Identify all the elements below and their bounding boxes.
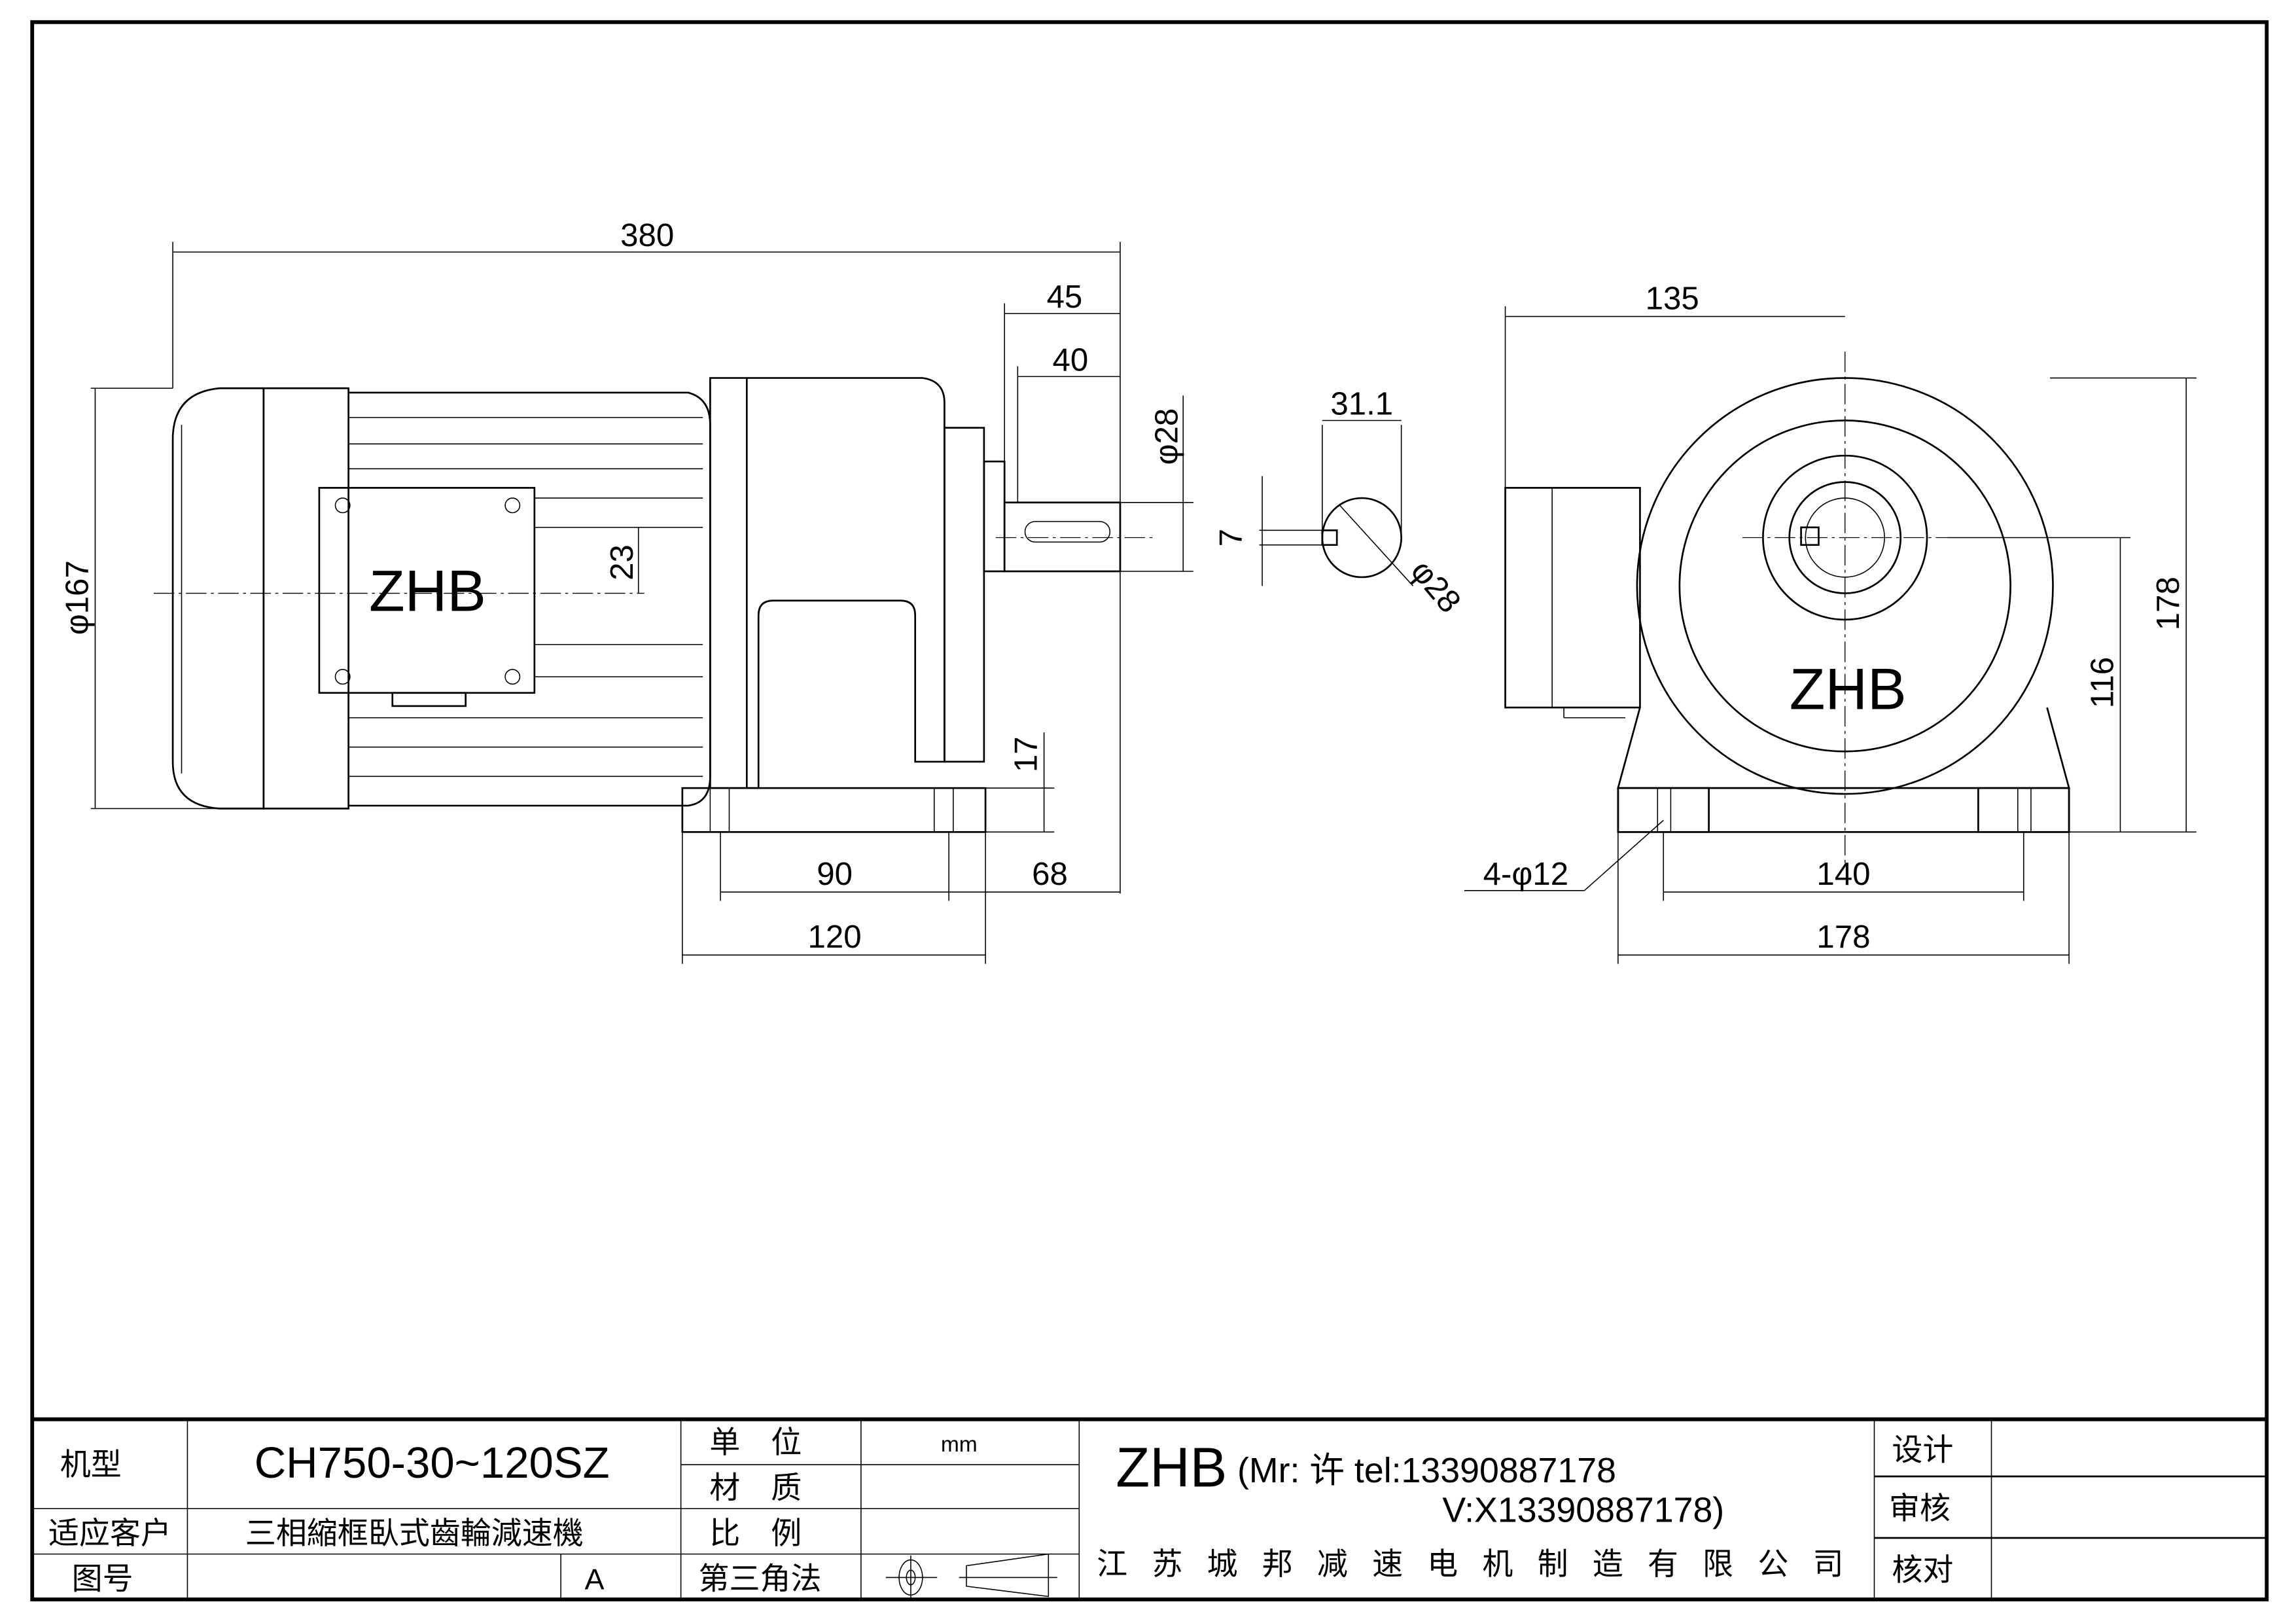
side-view: ZHB 380 45 40 φ28 23 φ167 17 xyxy=(59,217,1193,964)
projection-label: 第三角法 xyxy=(698,1561,821,1597)
dimension-lines xyxy=(90,241,1193,964)
front-keyway xyxy=(1800,526,1820,546)
sheet-border xyxy=(30,20,2269,1601)
front-logo: ZHB xyxy=(1790,656,1907,721)
dim-center-to-side: 135 xyxy=(1646,280,1699,316)
shaft-key xyxy=(1024,521,1111,543)
terminal-box-screws xyxy=(334,497,521,685)
company-name: 江苏城邦减速电机制造有限公司 xyxy=(1097,1546,1843,1582)
dim-hole-spacing-front: 140 xyxy=(1816,856,1870,892)
model-label: 机型 xyxy=(60,1447,122,1483)
dim-holes: 4-φ12 xyxy=(1483,856,1568,892)
dim-foot-height: 17 xyxy=(1008,736,1044,772)
dim-key-height: 31.1 xyxy=(1330,386,1393,422)
shaft-section: 31.1 7 φ28 xyxy=(1213,386,1468,620)
output-shaft xyxy=(1003,501,1122,573)
material-label: 材 质 xyxy=(709,1471,802,1507)
dim-foot-width: 178 xyxy=(1816,919,1870,955)
front-view: ZHB 135 178 116 4-φ12 140 178 xyxy=(1464,280,2197,964)
third-angle-projection-symbol xyxy=(885,1553,1057,1599)
unit-value: mm xyxy=(941,1433,978,1457)
dim-total-height: 178 xyxy=(2150,577,2186,630)
title-block: 机型 CH750-30~120SZ 适应客户 三相縮框臥式齒輪減速機 图号 A … xyxy=(32,1417,2267,1599)
brand-logo: ZHB xyxy=(1116,1437,1227,1499)
dim-center-height: 116 xyxy=(2084,657,2120,708)
mounting-foot xyxy=(681,787,987,833)
dim-key-width: 7 xyxy=(1213,529,1249,546)
dim-key-offset: 23 xyxy=(604,544,640,580)
gear-housing xyxy=(709,377,945,789)
motor-end-bell xyxy=(262,387,349,810)
scale-label: 比 例 xyxy=(709,1516,802,1552)
side-logo: ZHB xyxy=(369,558,486,623)
dim-shaft-to-flange: 45 xyxy=(1047,279,1083,315)
dim-motor-dia: φ167 xyxy=(59,560,95,635)
fan-cover xyxy=(171,387,265,810)
front-dimension-lines xyxy=(1464,306,2197,964)
customer-label: 适应客户 xyxy=(48,1516,171,1552)
drawing-no-label: 图号 xyxy=(72,1561,133,1597)
dim-shaft-from-hole: 68 xyxy=(1032,856,1068,892)
dim-shaft-length: 40 xyxy=(1053,342,1089,378)
dim-section-dia: φ28 xyxy=(1404,553,1468,620)
drawing-revision: A xyxy=(585,1563,605,1596)
dim-hole-spacing: 90 xyxy=(817,856,853,892)
keyway xyxy=(1321,529,1338,546)
unit-label: 单 位 xyxy=(709,1425,802,1461)
front-terminal-box xyxy=(1504,487,1641,709)
dim-shaft-dia: φ28 xyxy=(1148,408,1184,465)
dim-overall-length: 380 xyxy=(620,217,674,253)
design-label: 设计 xyxy=(1892,1432,1953,1468)
customer-value: 三相縮框臥式齒輪減速機 xyxy=(245,1516,584,1552)
output-flange xyxy=(944,427,985,763)
contact-line-1: (Mr: 许 tel:13390887178 xyxy=(1237,1451,1616,1490)
model-value: CH750-30~120SZ xyxy=(255,1438,610,1488)
dim-foot-length: 120 xyxy=(808,919,862,955)
contact-line-2: V:X13390887178) xyxy=(1442,1490,1724,1529)
review-label: 审核 xyxy=(1889,1491,1951,1527)
check-label: 核对 xyxy=(1892,1552,1953,1588)
cooling-fins xyxy=(348,417,703,777)
